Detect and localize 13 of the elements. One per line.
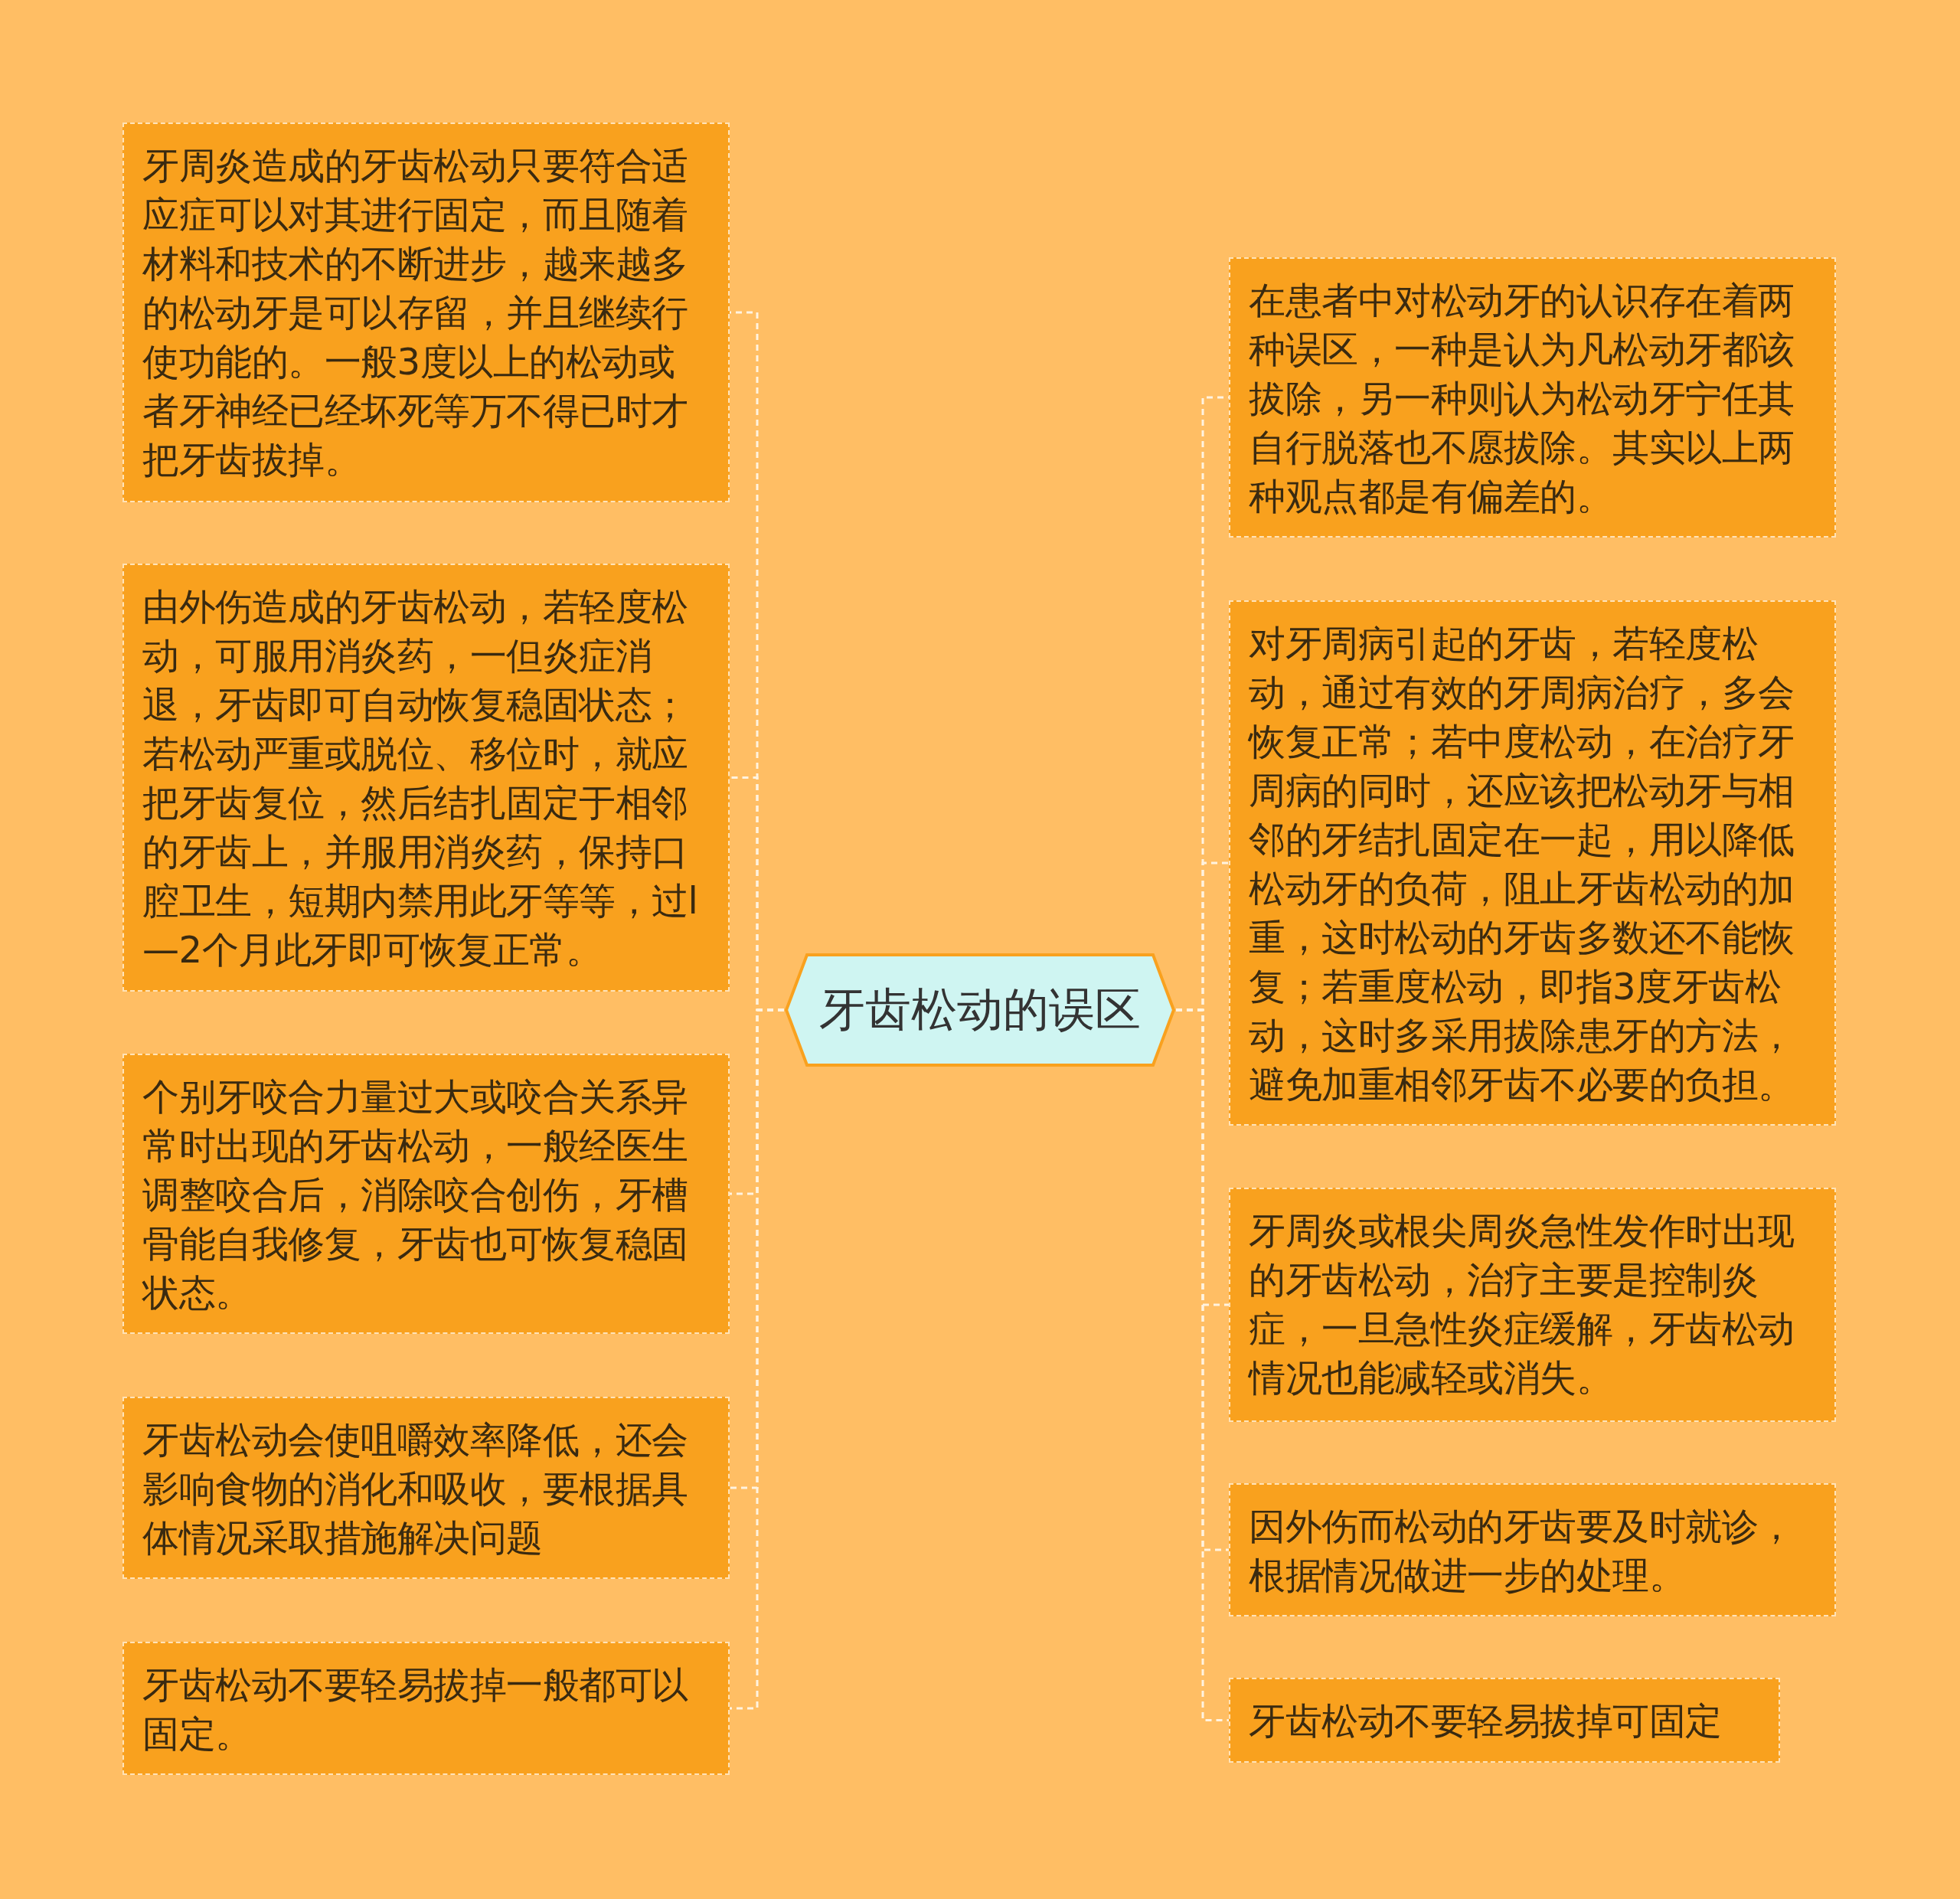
topic-box: 个别牙咬合力量过大或咬合关系异常时出现的牙齿松动，一般经医生调整咬合后，消除咬合创伤，牙槽骨能自我修复，牙齿也可恢复稳固状态。 [122, 1054, 730, 1334]
topic-box: 牙周炎或根尖周炎急性发作时出现的牙齿松动，治疗主要是控制炎症，一旦急性炎症缓解，牙齿松动情况也能减轻或消失。 [1229, 1188, 1836, 1422]
topic-box: 在患者中对松动牙的认识存在着两种误区，一种是认为凡松动牙都该拔除，另一种则认为松动牙宁任其自行脱落也不愿拔除。其实以上两种观点都是有偏差的。 [1229, 257, 1836, 538]
topic-box: 牙周炎造成的牙齿松动只要符合适应症可以对其进行固定，而且随着材料和技术的不断进步，越来越多的松动牙是可以存留，并且继续行使功能的。一般3度以上的松动或者牙神经已经坏死等万不得已时才把牙齿拔掉。 [122, 123, 730, 502]
topic-box: 因外伤而松动的牙齿要及时就诊，根据情况做进一步的处理。 [1229, 1483, 1836, 1616]
topic-box: 由外伤造成的牙齿松动，若轻度松动，可服用消炎药，一但炎症消退，牙齿即可自动恢复稳固状态；若松动严重或脱位、移位时，就应把牙齿复位，然后结扎固定于相邻的牙齿上，并服用消炎药，保持口腔卫生，短期内禁用此牙等等，过l—2个月此牙即可恢复正常。 [122, 564, 730, 992]
central-topic-hexagon: 牙齿松动的误区 [784, 953, 1176, 1067]
connector-line [730, 1008, 784, 1710]
topic-box: 牙齿松动不要轻易拔掉可固定 [1229, 1678, 1780, 1763]
connector-line [1176, 1008, 1229, 1721]
topic-box: 牙齿松动不要轻易拔掉一般都可以固定。 [122, 1642, 730, 1775]
topic-box: 牙齿松动会使咀嚼效率降低，还会影响食物的消化和吸收，要根据具体情况采取措施解决问题 [122, 1397, 730, 1579]
topic-box: 对牙周病引起的牙齿，若轻度松动，通过有效的牙周病治疗，多会恢复正常；若中度松动，在治疗牙周病的同时，还应该把松动牙与相邻的牙结扎固定在一起，用以降低松动牙的负荷，阻止牙齿松动的加重，这时松动的牙齿多数还不能恢复；若重度松动，即指3度牙齿松动，这时多采用拔除患牙的方法，避免加重相邻牙齿不必要的负担。 [1229, 600, 1836, 1126]
